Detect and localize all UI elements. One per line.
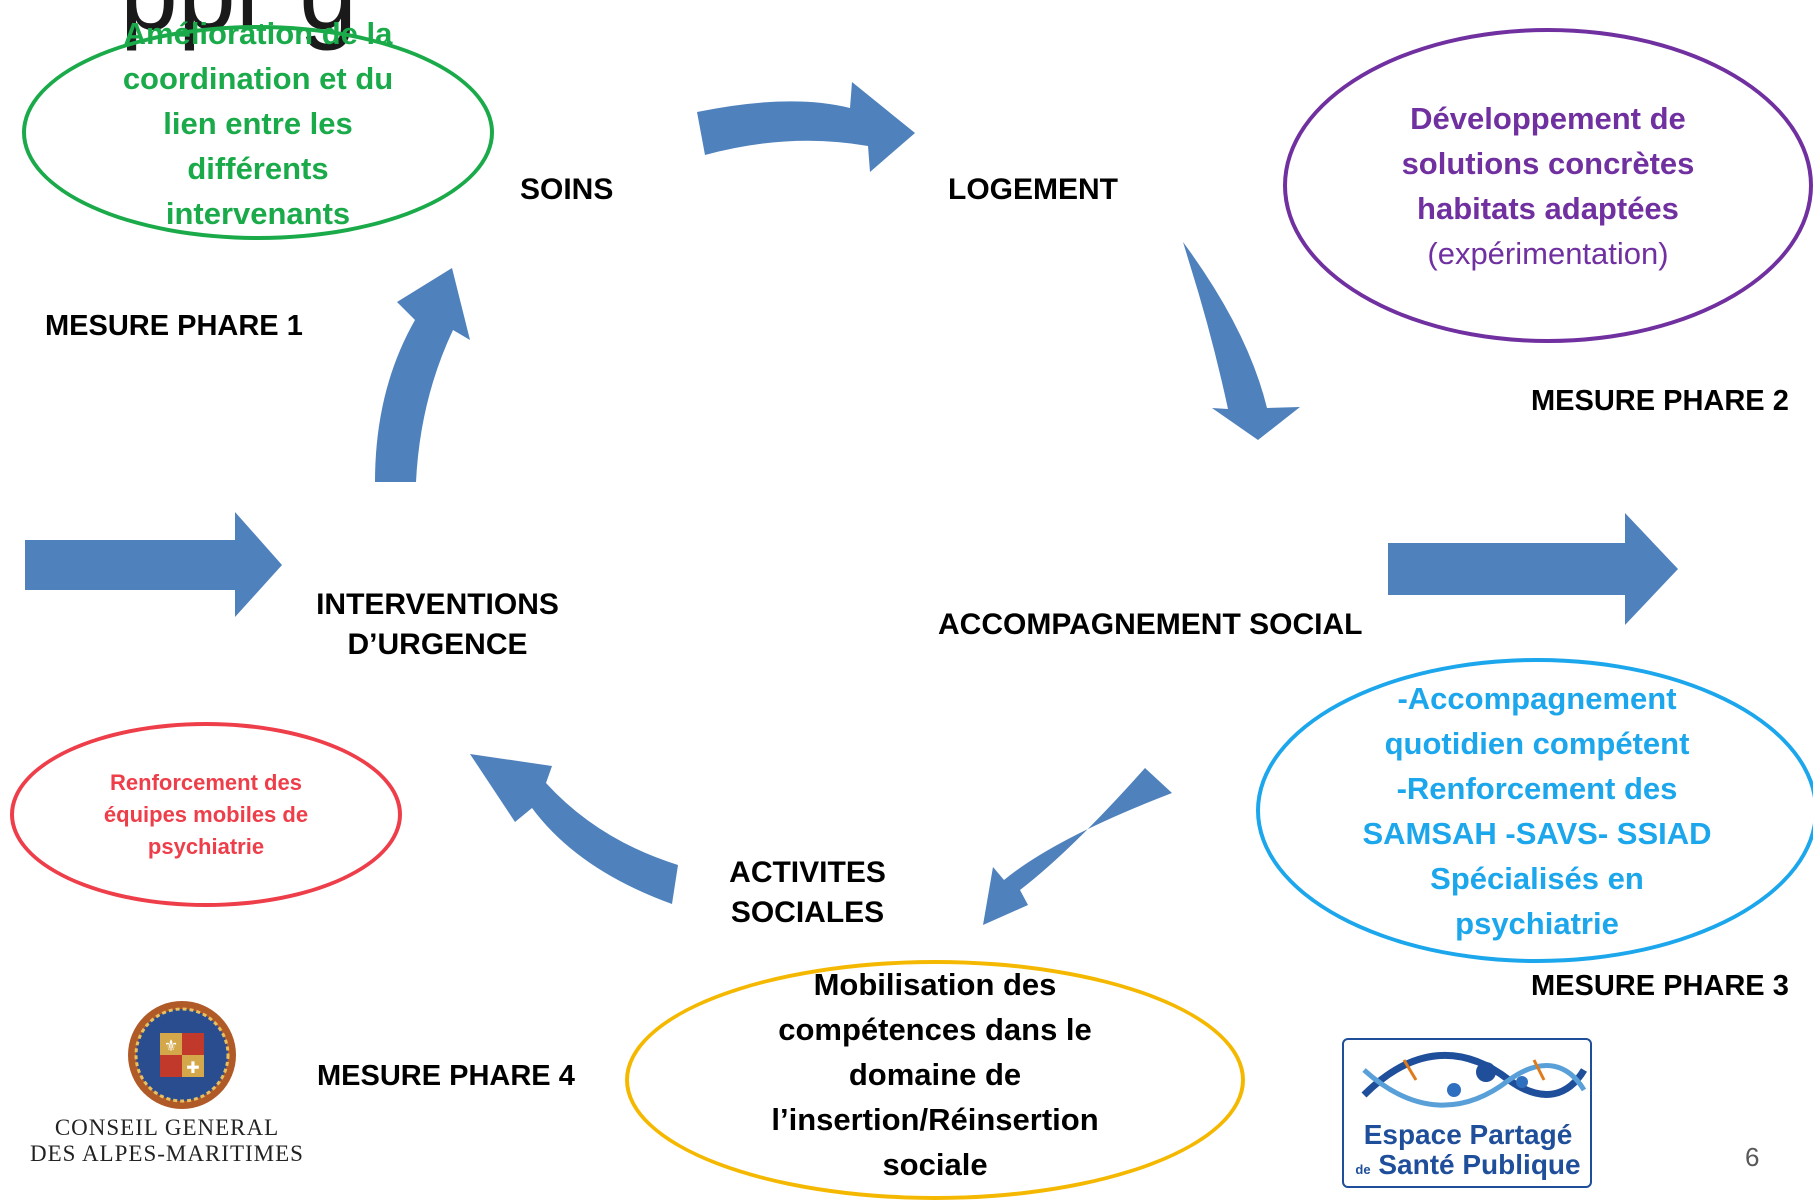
svg-text:⚜: ⚜ (164, 1036, 178, 1055)
node-interventions-urgence: INTERVENTIONS D’URGENCE (316, 588, 559, 661)
ellipse-accompagnement-text: -Accompagnement quotidien compétent -Ren… (1362, 680, 1712, 941)
ellipse-equipes-mobiles-text: Renforcement des équipes mobiles de psyc… (103, 769, 309, 859)
arrow-soins-logement (697, 82, 915, 172)
logo-right-line2: Santé Publique (1378, 1149, 1581, 1180)
ellipse-insertion-text: Mobilisation des compétences dans le dom… (771, 966, 1099, 1182)
dna-helix-icon (1361, 1051, 1588, 1108)
mesure-phare-4: MESURE PHARE 4 (317, 1060, 575, 1092)
arrow-activites-interventions (470, 754, 678, 904)
svg-text:✚: ✚ (186, 1058, 199, 1077)
logo-right-de: de (1355, 1162, 1371, 1177)
conseil-general-logo: ⚜ ✚ CONSEIL GENERAL DES ALPES-MARITIMES (22, 995, 312, 1170)
ellipse-equipes-mobiles: Renforcement des équipes mobiles de psyc… (10, 722, 402, 907)
arrow-entry (25, 512, 282, 617)
arrow-accompagnement-activites (983, 768, 1172, 925)
mesure-phare-2: MESURE PHARE 2 (1531, 385, 1789, 417)
node-soins: SOINS (520, 173, 614, 206)
logo-left-line1: CONSEIL GENERAL (54, 1115, 280, 1140)
mesure-phare-3: MESURE PHARE 3 (1531, 970, 1789, 1002)
espace-partage-logo: Espace Partagé de Santé Publique (1342, 1038, 1594, 1188)
arrow-exit (1388, 513, 1678, 625)
arrow-interventions-soins (375, 268, 470, 482)
ellipse-habitats: Développement de solutions concrètes hab… (1283, 28, 1813, 343)
node-activites-sociales: ACTIVITES SOCIALES (729, 856, 886, 929)
node-accompagnement-social: ACCOMPAGNEMENT SOCIAL (938, 608, 1363, 641)
page-number: 6 (1745, 1142, 1760, 1172)
logo-right-line1: Espace Partagé (1363, 1119, 1573, 1150)
arrow-logement-accompagnement (1183, 242, 1300, 440)
ellipse-coordination: Amélioration de la coordination et du li… (22, 16, 494, 240)
ellipse-insertion: Mobilisation des compétences dans le dom… (625, 960, 1245, 1200)
logo-left-line2: DES ALPES-MARITIMES (30, 1141, 304, 1166)
ellipse-accompagnement: -Accompagnement quotidien compétent -Ren… (1256, 658, 1813, 963)
ellipse-habitats-text: Développement de solutions concrètes hab… (1401, 100, 1695, 271)
node-logement: LOGEMENT (948, 173, 1118, 206)
ellipse-coordination-text: Amélioration de la coordination et du li… (122, 16, 394, 231)
mesure-phare-1: MESURE PHARE 1 (45, 310, 303, 342)
coat-of-arms-icon: ⚜ ✚ (128, 1001, 236, 1109)
